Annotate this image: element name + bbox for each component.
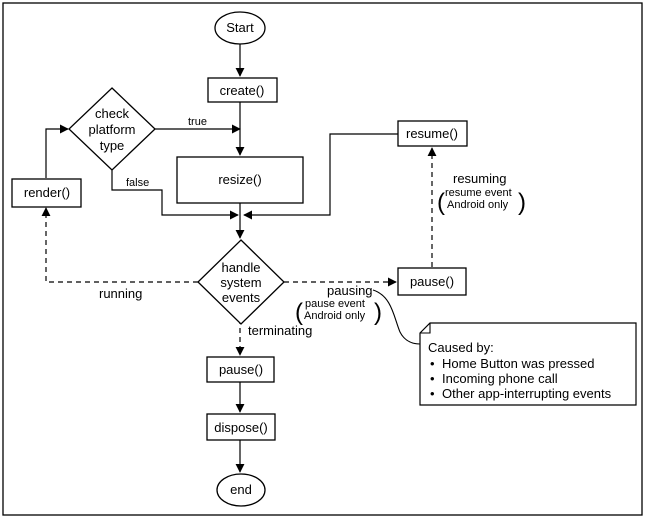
pausing-label-group: pausing ( pause event Android only ) (295, 283, 382, 326)
create-label: create() (220, 83, 265, 98)
note-title: Caused by: (428, 340, 494, 355)
edge-label-pausing: pausing (327, 283, 373, 298)
pause-bottom-label: pause() (219, 362, 263, 377)
resume-paren-left: ( (437, 189, 445, 216)
render-node: render() (11, 178, 82, 208)
pause-paren-right: ) (374, 299, 382, 326)
handle-events-label-line2: system (220, 275, 261, 290)
dispose-label: dispose() (214, 420, 267, 435)
resume-node: resume() (397, 120, 468, 147)
create-node: create() (207, 77, 278, 103)
note-bullet-1: • (430, 356, 435, 371)
resume-label: resume() (406, 126, 458, 141)
note-item-1: Home Button was pressed (442, 356, 594, 371)
handle-events-label-line1: handle (221, 260, 260, 275)
resize-label: resize() (218, 172, 261, 187)
check-platform-label-line1: check (95, 106, 129, 121)
note-callout: Caused by: • Home Button was pressed • I… (372, 289, 637, 406)
end-label: end (230, 482, 252, 497)
edge-running (41, 207, 198, 283)
start-label: Start (226, 20, 254, 35)
pause-right-node: pause() (397, 267, 467, 296)
resize-node: resize() (176, 156, 304, 204)
dispose-node: dispose() (206, 413, 276, 441)
resuming-label-group: resuming ( resume event Android only ) (437, 171, 526, 216)
edge-label-resume-event: resume event (445, 187, 512, 199)
end-node: end (216, 473, 266, 507)
start-node: Start (214, 11, 266, 45)
handle-system-events-node: handle system events (197, 239, 285, 325)
note-fold (420, 323, 431, 334)
edge-label-terminating: terminating (248, 323, 312, 338)
edge-label-pause-event: pause event (305, 298, 365, 310)
pause-paren-left: ( (295, 299, 303, 326)
edge-label-running: running (99, 286, 142, 301)
check-platform-label-line2: platform (89, 122, 136, 137)
note-connector (372, 289, 421, 345)
edge-label-resume-android: Android only (447, 199, 509, 211)
note-item-2: Incoming phone call (442, 371, 558, 386)
note-bullet-3: • (430, 386, 435, 401)
edge-label-pause-android: Android only (304, 310, 366, 322)
note-item-3: Other app-interrupting events (442, 386, 612, 401)
render-label: render() (24, 185, 70, 200)
handle-events-label-line3: events (222, 290, 261, 305)
edge-label-false: false (126, 177, 149, 189)
pause-bottom-node: pause() (206, 356, 275, 383)
edge-resume-merge (243, 133, 398, 220)
note-box (419, 322, 637, 406)
note-bullet-2: • (430, 371, 435, 386)
check-platform-node: check platform type (68, 87, 156, 171)
check-platform-label-line3: type (100, 138, 125, 153)
edge-check-false (111, 166, 239, 220)
resume-paren-right: ) (518, 189, 526, 216)
edge-label-true: true (188, 116, 207, 128)
edge-render-check (45, 124, 69, 178)
edges (41, 44, 437, 473)
edge-label-resuming: resuming (453, 171, 506, 186)
pause-right-label: pause() (410, 274, 454, 289)
